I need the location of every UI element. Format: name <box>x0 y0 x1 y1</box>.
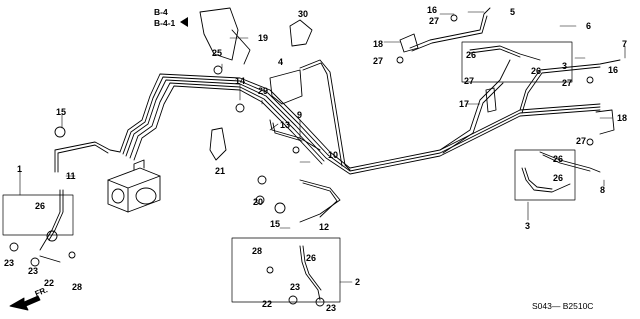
part-label-27: 27 <box>429 16 440 26</box>
diagram-code: S043— B2510C <box>532 301 594 311</box>
part-label-7: 7 <box>622 39 628 49</box>
part-label-10: 10 <box>328 150 339 160</box>
part-label-21: 21 <box>215 166 226 176</box>
part-label-18b: 18 <box>617 113 628 123</box>
part-label-22b: 22 <box>262 299 273 309</box>
part-label-23c: 23 <box>290 282 301 292</box>
part-label-8: 8 <box>600 185 606 195</box>
reference-b41: B-4-1 <box>154 18 176 28</box>
part-label-28: 28 <box>72 282 83 292</box>
part-label-12: 12 <box>319 222 330 232</box>
part-label-15: 15 <box>56 107 67 117</box>
hose-assembly-2 <box>231 237 341 307</box>
part-label-23b: 23 <box>28 266 39 276</box>
part-label-26e: 26 <box>553 154 564 164</box>
part-label-3: 3 <box>562 61 568 71</box>
part-label-2: 2 <box>355 277 361 287</box>
part-label-26: 26 <box>35 201 46 211</box>
part-label-15b: 15 <box>270 219 281 229</box>
part-label-26d: 26 <box>531 66 542 76</box>
front-left-brake-line <box>54 141 121 173</box>
part-label-18: 18 <box>373 39 384 49</box>
part-label-11: 11 <box>66 171 76 181</box>
part-label-16b: 16 <box>608 65 619 75</box>
part-label-5: 5 <box>510 7 516 17</box>
part-label-17: 17 <box>459 99 470 109</box>
part-label-26f: 26 <box>553 173 564 183</box>
reference-b4: B-4 <box>154 7 168 17</box>
part-label-30: 30 <box>298 9 309 19</box>
main-brake-line-bundle <box>119 73 601 175</box>
part-label-22: 22 <box>44 278 55 288</box>
part-label-16: 16 <box>427 5 438 15</box>
leader-lines <box>19 11 626 283</box>
part-label-25: 25 <box>212 48 223 58</box>
part-label-19: 19 <box>258 33 269 43</box>
part-label-27e: 27 <box>576 136 587 146</box>
part-label-1: 1 <box>17 164 23 174</box>
front-arrow-icon <box>9 295 41 311</box>
part-label-4: 4 <box>278 57 284 67</box>
abs-modulator <box>107 159 161 213</box>
hose-assembly-1 <box>2 189 76 267</box>
part-label-13: 13 <box>280 120 291 130</box>
part-label-3b: 3 <box>525 221 531 231</box>
part-label-20: 20 <box>253 197 264 207</box>
part-label-26c: 26 <box>466 50 477 60</box>
part-label-14: 14 <box>235 76 246 86</box>
part-label-29: 29 <box>258 86 269 96</box>
bracket-parts <box>54 7 615 214</box>
part-label-27d: 27 <box>562 78 573 88</box>
part-label-28b: 28 <box>252 246 263 256</box>
reference-arrow-icon <box>180 17 188 27</box>
part-label-27b: 27 <box>373 56 384 66</box>
part-label-27c: 27 <box>464 76 475 86</box>
part-label-26b: 26 <box>306 253 317 263</box>
front-right-brake-line <box>269 119 341 223</box>
part-label-23d: 23 <box>326 303 337 313</box>
part-label-6: 6 <box>586 21 592 31</box>
hose-assembly-3 <box>461 41 576 201</box>
part-label-23: 23 <box>4 258 15 268</box>
rear-brake-line <box>299 7 621 173</box>
part-label-9: 9 <box>297 110 303 120</box>
